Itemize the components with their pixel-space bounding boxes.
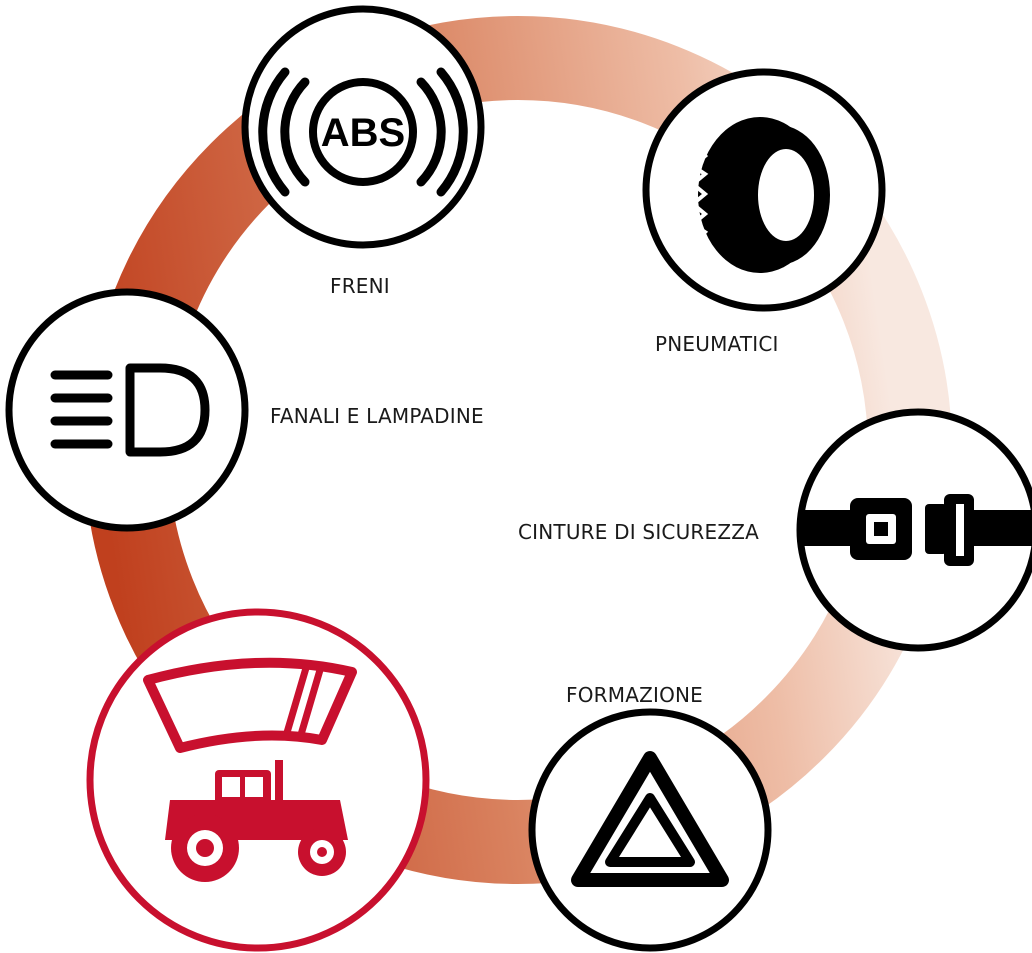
- formazione-node: [528, 708, 772, 952]
- warning-triangle-icon: [571, 751, 729, 887]
- fanali-node: [5, 288, 249, 532]
- trattore-node: [86, 608, 430, 952]
- label-pneumatici: PNEUMATICI: [655, 332, 779, 356]
- label-formazione: FORMAZIONE: [566, 683, 704, 707]
- abs-brake-icon: ABS: [258, 67, 468, 197]
- label-fanali: FANALI E LAMPADINE: [270, 404, 484, 428]
- pneumatici-node: [642, 68, 886, 312]
- tyre-icon: [689, 117, 830, 273]
- abs-text: ABS: [321, 111, 405, 155]
- seatbelt-icon: [800, 494, 1032, 566]
- freni-node: ABS: [241, 5, 485, 249]
- label-cinture: CINTURE DI SICUREZZA: [518, 520, 760, 544]
- cinture-node: [796, 408, 1032, 652]
- headlight-icon: [50, 363, 210, 457]
- tractor-windshield-icon: [143, 657, 357, 882]
- label-freni: FRENI: [330, 274, 390, 298]
